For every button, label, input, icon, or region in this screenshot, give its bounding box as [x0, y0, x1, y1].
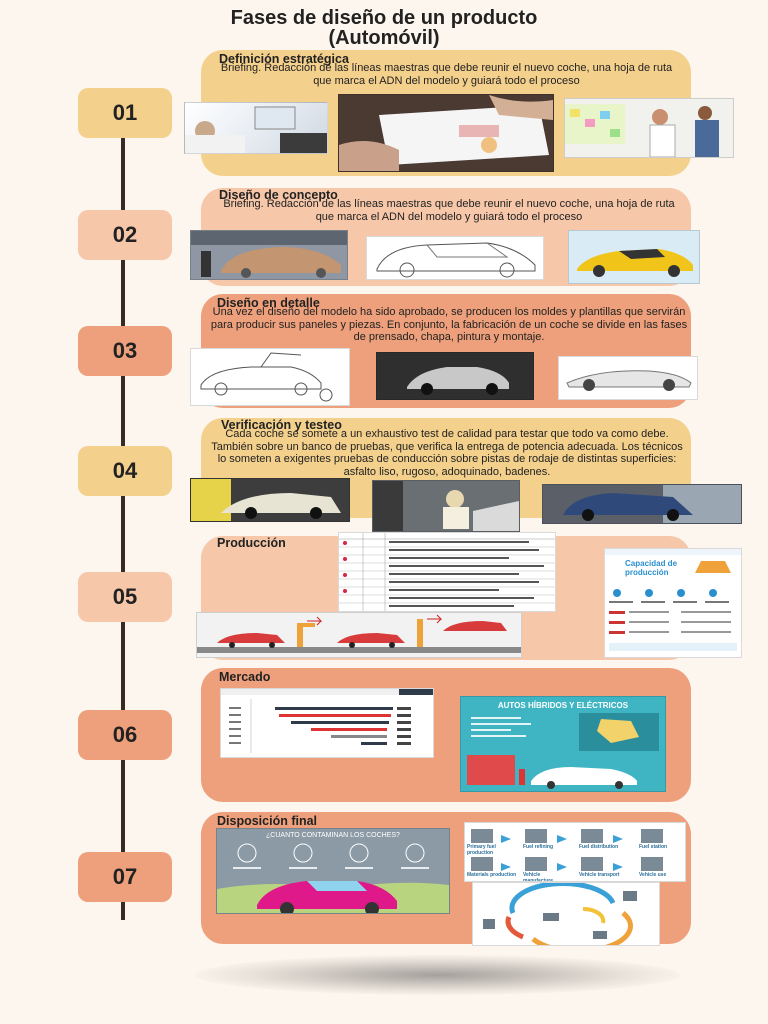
assembly-line-image	[196, 612, 522, 658]
hybrid-electric-cars-infographic-title: AUTOS HÍBRIDOS Y ELÉCTRICOS	[497, 701, 629, 710]
step-04-badge: 04	[78, 446, 172, 496]
meeting-photo-3	[564, 98, 734, 158]
car-sketch-photo	[366, 236, 544, 280]
production-table-image	[338, 532, 556, 612]
step-06-badge: 06	[78, 710, 172, 760]
step-01-title: Definición estratégica	[219, 52, 349, 66]
timeline-line	[121, 120, 125, 920]
step-01-text: Briefing. Redacción de las líneas maestr…	[220, 62, 673, 87]
meeting-photo-2	[338, 94, 554, 172]
crash-dummy-photo	[372, 480, 520, 532]
step-05-badge: 05	[78, 572, 172, 622]
step-03-text: Una vez el diseño del modelo ha sido apr…	[210, 306, 688, 343]
patent-drawing-photo	[190, 348, 350, 406]
step-07-badge: 07	[78, 852, 172, 902]
hybrid-electric-cars-infographic: AUTOS HÍBRIDOS Y ELÉCTRICOS	[460, 696, 666, 792]
crash-test-photo-1	[190, 478, 350, 522]
step-05-title: Producción	[217, 536, 286, 550]
step-06-title: Mercado	[219, 670, 271, 684]
lifecycle-label-3: Fuel distribution	[579, 844, 619, 850]
car-pollution-infographic-title: ¿CUANTO CONTAMINAN LOS COCHES?	[266, 832, 400, 839]
lifecycle-label-2: Fuel refining	[523, 844, 553, 850]
lifecycle-label-5: Materials production	[467, 872, 517, 878]
step-02-title: Diseño de concepto	[219, 188, 338, 202]
page-title: Fases de diseño de un producto	[230, 7, 538, 29]
lifecycle-label-1: Primary fuel production	[467, 844, 496, 856]
step-03-badge: 03	[78, 326, 172, 376]
step-07-title: Disposición final	[217, 814, 318, 828]
lifecycle-label-6: Vehicle manufacture	[523, 872, 554, 882]
production-capacity-infographic: Capacidad de producción	[604, 548, 742, 658]
step-03-title: Diseño en detalle	[217, 296, 320, 310]
3d-render-photo	[376, 352, 534, 400]
lifecycle-label-8: Vehicle use	[639, 872, 667, 878]
lifecycle-label-7: Vehicle transport	[579, 872, 620, 878]
yellow-sportscar-photo	[568, 230, 700, 284]
clay-model-photo	[190, 230, 348, 280]
step-02-text: Briefing. Redacción de las líneas maestr…	[223, 198, 675, 223]
step-04-title: Verificación y testeo	[221, 418, 342, 432]
car-pollution-infographic: ¿CUANTO CONTAMINAN LOS COCHES?	[216, 828, 450, 914]
step-04-text: Cada coche se somete a un exhaustivo tes…	[211, 428, 683, 478]
page-subtitle: (Automóvil)	[328, 27, 440, 49]
market-bar-chart-image	[220, 688, 434, 758]
floor-shadow	[195, 955, 680, 995]
crash-test-photo-2	[542, 484, 742, 524]
lifecycle-label-4: Fuel station	[639, 844, 668, 850]
concept-car-photo	[558, 356, 698, 400]
step-02-badge: 02	[78, 210, 172, 260]
vehicle-cycle-diagram	[472, 882, 660, 946]
fuel-lifecycle-diagram: Primary fuel production Fuel refining Fu…	[464, 822, 686, 882]
meeting-photo-1	[184, 102, 328, 154]
production-capacity-infographic-title: Capacidad de producción	[625, 559, 678, 577]
step-01-badge: 01	[78, 88, 172, 138]
